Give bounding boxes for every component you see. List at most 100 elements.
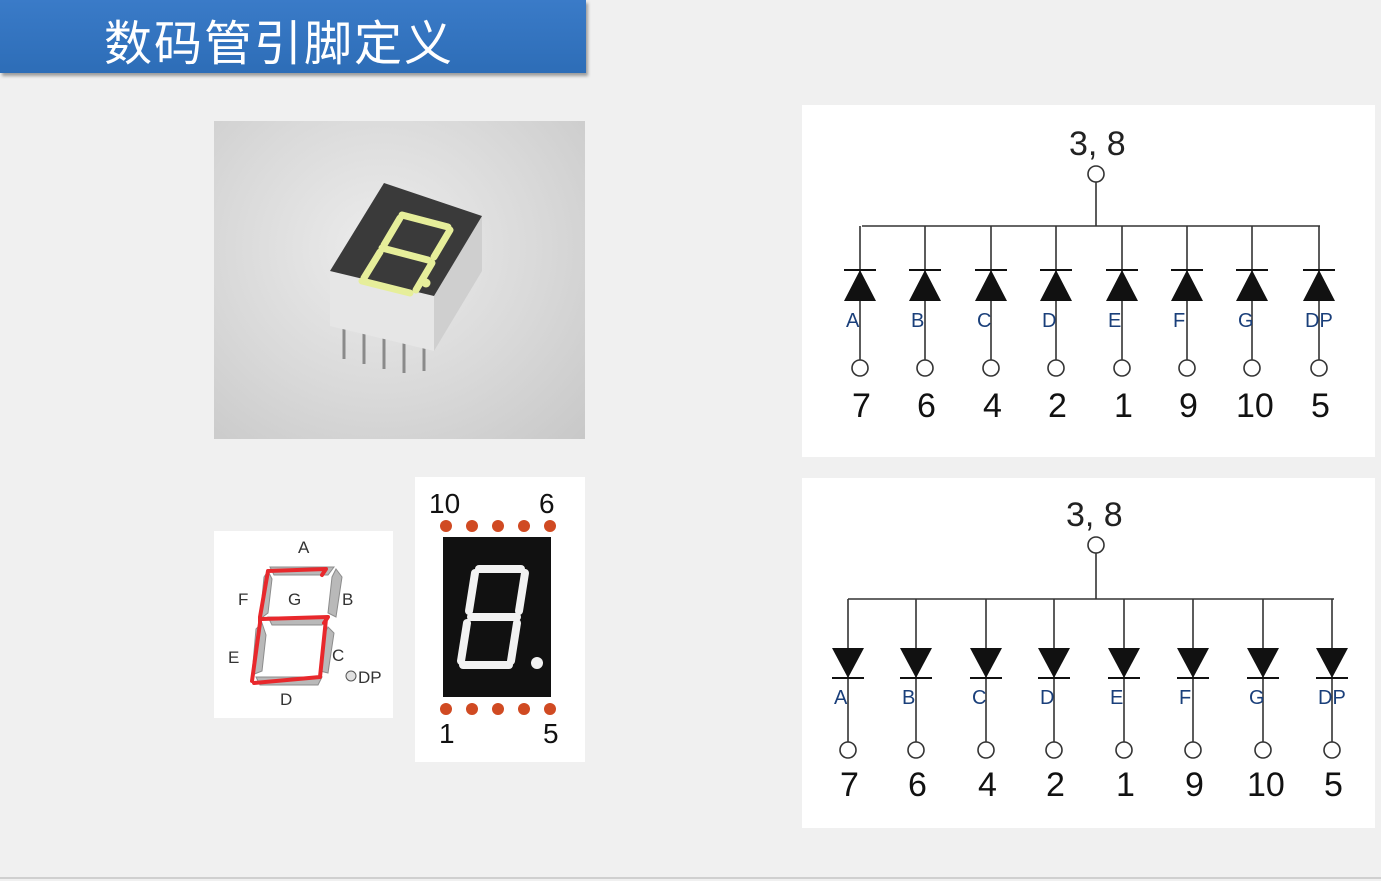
anode-segment-label: DP bbox=[1318, 687, 1346, 709]
cathode-segment-label: C bbox=[977, 310, 991, 332]
anode-pin-terminal bbox=[839, 741, 857, 759]
cathode-pin-terminal bbox=[1310, 359, 1328, 377]
anode-diode-b bbox=[900, 648, 932, 678]
anode-pin-number: 9 bbox=[1185, 766, 1204, 804]
anode-branch-a: A7 bbox=[832, 599, 864, 804]
anode-pin-number: 1 bbox=[1116, 766, 1135, 804]
cathode-segment-label: F bbox=[1173, 310, 1185, 332]
segment-label-f: F bbox=[238, 590, 248, 609]
cathode-diode-g bbox=[1236, 270, 1268, 301]
circuit-top-common-pin: 3, 8 bbox=[1069, 125, 1126, 163]
cathode-branch-d: D2 bbox=[1040, 226, 1072, 425]
anode-diode-a bbox=[832, 648, 864, 678]
anode-pin-number: 6 bbox=[908, 766, 927, 804]
anode-segment-label: C bbox=[972, 687, 986, 709]
cathode-pin-number: 5 bbox=[1311, 387, 1330, 425]
cathode-segment-label: E bbox=[1108, 310, 1121, 332]
cathode-branch-f: F9 bbox=[1171, 226, 1203, 425]
cathode-branch-dp: DP 5 bbox=[1303, 226, 1335, 425]
cathode-segment-label: A bbox=[846, 310, 860, 332]
anode-diode-dp bbox=[1316, 648, 1348, 678]
title-banner: 数码管引脚定义 bbox=[0, 0, 586, 73]
anode-branch-g: G 10 bbox=[1247, 599, 1285, 804]
cathode-branch-b: B6 bbox=[909, 226, 941, 425]
anode-segment-label: G bbox=[1249, 687, 1265, 709]
anode-segment-label: D bbox=[1040, 687, 1054, 709]
cathode-pin-terminal bbox=[1178, 359, 1196, 377]
cathode-branch-e: E1 bbox=[1106, 226, 1138, 425]
pin-label-bottom-right: 5 bbox=[543, 718, 559, 749]
segment-label-diagram: A B C D E F G DP bbox=[214, 531, 393, 718]
anode-branch-c: C4 bbox=[970, 599, 1002, 804]
anode-pin-number: 4 bbox=[978, 766, 997, 804]
anode-pin-terminal bbox=[1184, 741, 1202, 759]
cathode-branch-c: C4 bbox=[975, 226, 1007, 425]
pin-label-top-left: 10 bbox=[429, 488, 460, 519]
footer-divider bbox=[0, 877, 1381, 879]
anode-branch-e: E1 bbox=[1108, 599, 1140, 804]
display-photo bbox=[214, 121, 585, 439]
display-photo-illustration bbox=[330, 183, 482, 373]
segment-label-d: D bbox=[280, 690, 292, 709]
anode-pin-number: 10 bbox=[1247, 766, 1285, 804]
anode-diode-d bbox=[1038, 648, 1070, 678]
anode-segment-label: F bbox=[1179, 687, 1191, 709]
anode-diode-g bbox=[1247, 648, 1279, 678]
cathode-pin-terminal bbox=[1243, 359, 1261, 377]
cathode-pin-terminal bbox=[1047, 359, 1065, 377]
anode-pin-terminal bbox=[1323, 741, 1341, 759]
anode-pin-terminal bbox=[907, 741, 925, 759]
cathode-diode-f bbox=[1171, 270, 1203, 301]
anode-pin-number: 7 bbox=[840, 766, 859, 804]
anode-pin-terminal bbox=[1115, 741, 1133, 759]
cathode-pin-terminal bbox=[1113, 359, 1131, 377]
cathode-segment-label: DP bbox=[1305, 310, 1333, 332]
anode-branch-d: D2 bbox=[1038, 599, 1070, 804]
anode-branch-b: B6 bbox=[900, 599, 932, 804]
anode-diode-f bbox=[1177, 648, 1209, 678]
cathode-diode-a bbox=[844, 270, 876, 301]
anode-segment-label: A bbox=[834, 687, 848, 709]
cathode-diode-b bbox=[909, 270, 941, 301]
cathode-segment-label: B bbox=[911, 310, 924, 332]
pin-label-top-right: 6 bbox=[539, 488, 555, 519]
cathode-segment-label: G bbox=[1238, 310, 1254, 332]
pin-label-bottom-left: 1 bbox=[439, 718, 455, 749]
anode-pin-number: 2 bbox=[1046, 766, 1065, 804]
circuit-bottom-common-pin: 3, 8 bbox=[1066, 496, 1123, 534]
segment-label-c: C bbox=[332, 646, 344, 665]
anode-branch-dp: DP 5 bbox=[1316, 599, 1348, 804]
anode-pin-number: 5 bbox=[1324, 766, 1343, 804]
cathode-pin-number: 1 bbox=[1114, 387, 1133, 425]
cathode-pin-terminal bbox=[982, 359, 1000, 377]
cathode-pin-number: 6 bbox=[917, 387, 936, 425]
cathode-branch-g: G 10 bbox=[1236, 226, 1274, 425]
cathode-branch-a: A7 bbox=[844, 226, 876, 425]
cathode-diode-c bbox=[975, 270, 1007, 301]
pinout-diagram: 10 6 1 5 bbox=[415, 477, 585, 762]
page-title: 数码管引脚定义 bbox=[104, 16, 455, 72]
anode-segment-label: B bbox=[902, 687, 915, 709]
cathode-segment-label: D bbox=[1042, 310, 1056, 332]
segment-label-g: G bbox=[288, 590, 301, 609]
anode-pin-terminal bbox=[1254, 741, 1272, 759]
segment-label-dp: DP bbox=[358, 668, 382, 687]
anode-segment-label: E bbox=[1110, 687, 1123, 709]
cathode-pin-terminal bbox=[851, 359, 869, 377]
anode-branch-f: F9 bbox=[1177, 599, 1209, 804]
cathode-pin-number: 9 bbox=[1179, 387, 1198, 425]
segment-label-e: E bbox=[228, 648, 239, 667]
cathode-pin-number: 10 bbox=[1236, 387, 1274, 425]
anode-pin-terminal bbox=[1045, 741, 1063, 759]
anode-pin-terminal bbox=[977, 741, 995, 759]
cathode-pin-terminal bbox=[916, 359, 934, 377]
segment-label-b: B bbox=[342, 590, 353, 609]
cathode-pin-number: 7 bbox=[852, 387, 871, 425]
segment-label-a: A bbox=[298, 538, 310, 557]
anode-diode-c bbox=[970, 648, 1002, 678]
cathode-diode-e bbox=[1106, 270, 1138, 301]
